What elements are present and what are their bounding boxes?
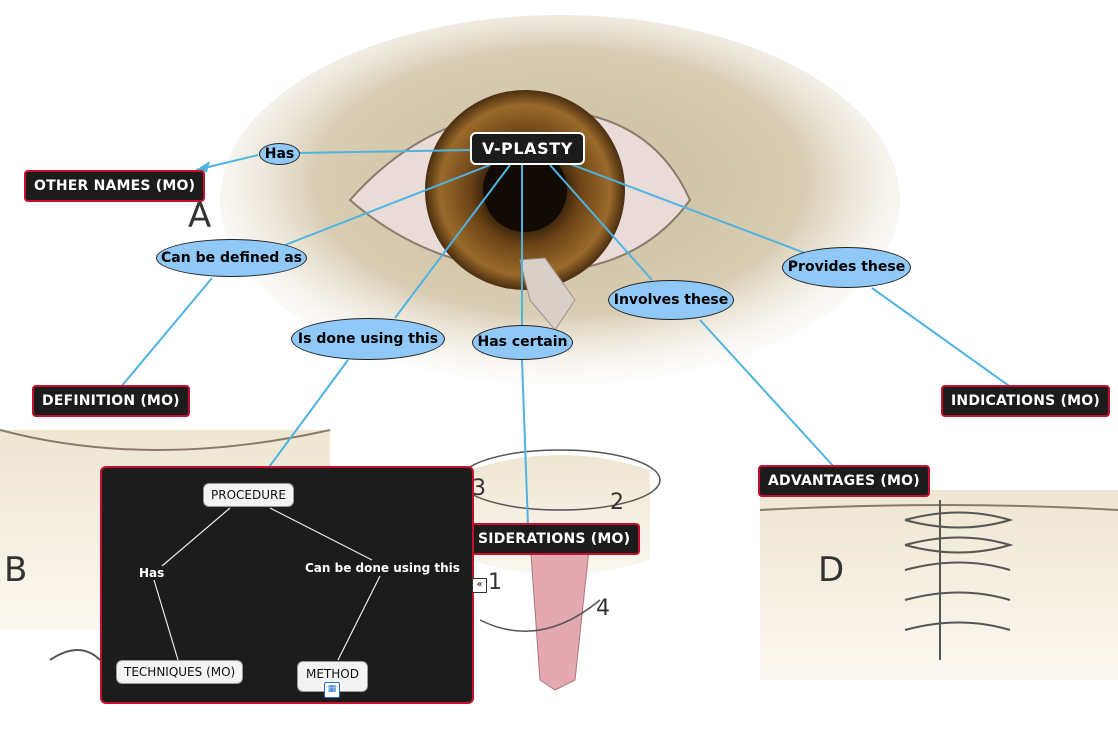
line-root-involves: [549, 164, 653, 281]
lid-defect: [519, 257, 576, 331]
concept-other-names[interactable]: OTHER NAMES (MO): [24, 170, 206, 202]
root-concept[interactable]: V-PLASTY: [470, 132, 585, 165]
concept-considerations[interactable]: SIDERATIONS (MO): [470, 523, 641, 555]
line-doneusing-procedure: [257, 359, 349, 483]
link-can-be-defined-as[interactable]: Can be defined as: [156, 239, 307, 277]
figure-num-3: 3: [472, 476, 486, 501]
line-involves-advantages: [699, 319, 836, 469]
submap-link-has: Has: [139, 566, 165, 580]
link-provides-these[interactable]: Provides these: [782, 247, 911, 288]
link-has-certain[interactable]: Has certain: [472, 325, 573, 360]
figure-label-d: D: [818, 550, 845, 590]
eye-pupil: [483, 148, 567, 232]
submap-techniques[interactable]: TECHNIQUES (MO): [116, 660, 244, 684]
line-defined-definition: [119, 277, 213, 389]
collapse-icon[interactable]: «: [472, 578, 487, 593]
submap-link-can-be-done: Can be done using this: [305, 561, 460, 575]
link-has[interactable]: Has: [259, 143, 300, 165]
line-root-has: [299, 149, 471, 154]
figure-num-2: 2: [610, 490, 624, 515]
submap-lines: [153, 507, 381, 661]
line-root-defined: [284, 164, 491, 246]
sketch-b-suture: [49, 649, 101, 661]
line-provides-indications: [871, 287, 1013, 389]
link-involves-these[interactable]: Involves these: [608, 280, 734, 320]
concept-indications[interactable]: INDICATIONS (MO): [941, 385, 1110, 417]
submap-panel: PROCEDURE Has Can be done using this TEC…: [100, 466, 474, 704]
figure-num-4: 4: [596, 596, 610, 621]
figure-num-1: 1: [488, 570, 502, 595]
sketch-c-suture-2: [479, 599, 601, 632]
sketch-d-sutures: [904, 500, 1014, 660]
line-root-doneusing: [394, 164, 511, 319]
link-is-done-using-this[interactable]: Is done using this: [291, 318, 445, 360]
line-certain-considerations: [521, 359, 529, 527]
submap-procedure[interactable]: PROCEDURE: [203, 483, 294, 507]
sketch-b-edge: [0, 429, 331, 451]
figure-label-b: B: [4, 550, 28, 590]
concept-definition[interactable]: DEFINITION (MO): [32, 385, 190, 417]
sketch-d-edge: [759, 504, 1118, 511]
arrowhead: [196, 161, 210, 172]
submap-icon[interactable]: ▦: [324, 682, 340, 698]
line-root-provides: [564, 161, 806, 254]
concept-advantages[interactable]: ADVANTAGES (MO): [758, 465, 930, 497]
figure-label-a: A: [188, 196, 212, 236]
